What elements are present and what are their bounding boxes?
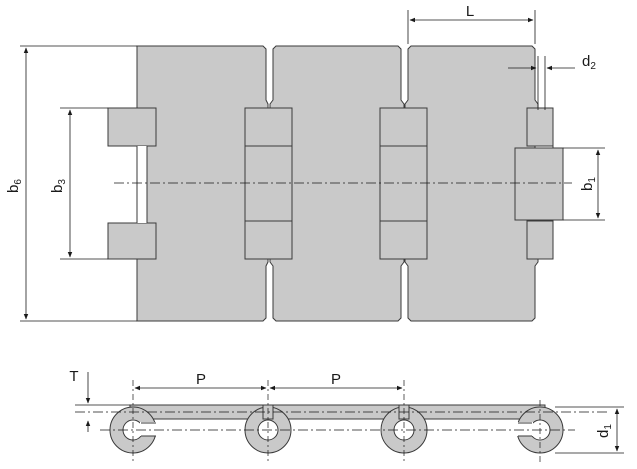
hinge-knuckle-1-2-c <box>244 220 293 260</box>
label-b3: b3 <box>49 179 68 193</box>
dimension-d2 <box>508 56 575 110</box>
hinge-knuckle-1-2-a <box>244 107 293 147</box>
label-b6: b6 <box>5 179 24 193</box>
dimension-b6 <box>20 45 137 322</box>
hinge-knuckle-right-top <box>526 107 554 147</box>
top-view <box>107 45 564 322</box>
hinge-knuckle-left-top <box>107 107 157 147</box>
dimension-d1 <box>555 406 624 454</box>
label-T: T <box>69 368 78 385</box>
hinge-knuckle-2-3-a <box>379 107 428 147</box>
label-b1: b1 <box>579 177 598 191</box>
dimension-b1 <box>563 147 605 221</box>
dimension-T <box>75 372 130 432</box>
label-d1: d1 <box>595 424 614 438</box>
label-P-right: P <box>331 371 341 388</box>
label-d2: d2 <box>582 53 596 72</box>
hinge-knuckle-left-bottom <box>107 222 157 260</box>
label-P-left: P <box>196 371 206 388</box>
left-gap <box>137 146 147 223</box>
dimension-L <box>407 10 536 44</box>
dimension-b3 <box>60 107 108 260</box>
pin-vertical-centerlines <box>132 380 541 462</box>
right-pin-head <box>514 147 564 221</box>
hinge-knuckle-1-2-b <box>244 145 293 222</box>
hinge-knuckle-2-3-b <box>379 145 428 222</box>
hinge-knuckle-right-bottom <box>526 220 554 260</box>
label-L: L <box>466 3 474 20</box>
hinge-knuckle-2-3-c <box>379 220 428 260</box>
